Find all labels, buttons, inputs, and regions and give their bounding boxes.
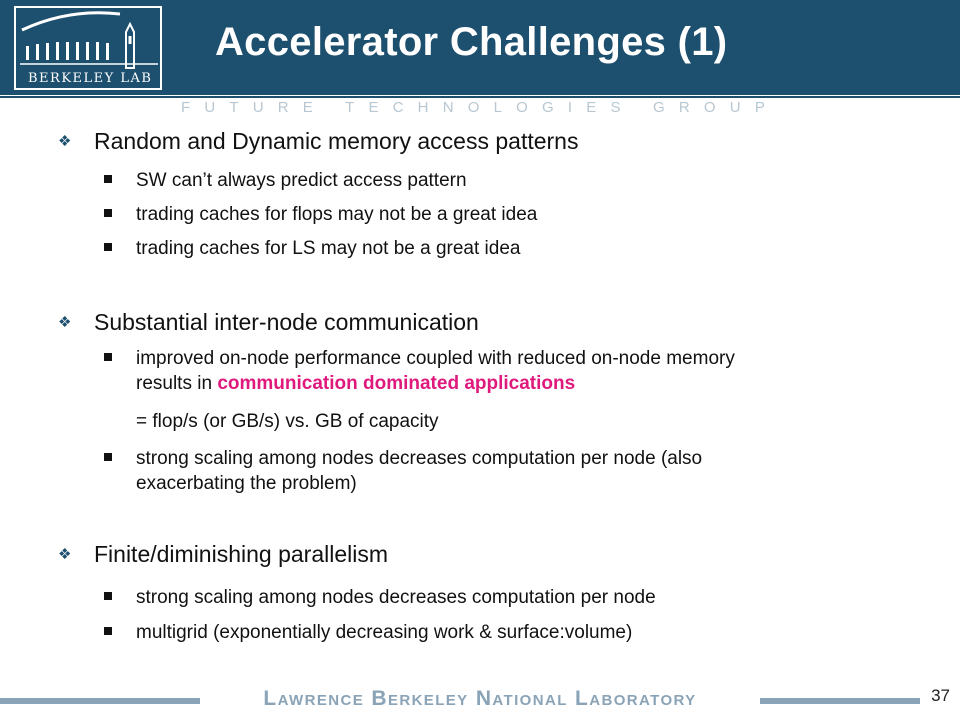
sub-bullet: strong scaling among nodes decreases com… [104, 446, 702, 496]
bullet-heading: ❖Finite/diminishing parallelism [58, 541, 389, 567]
diamond-bullet-icon: ❖ [58, 314, 72, 331]
sub-bullet: SW can’t always predict access pattern [104, 168, 467, 193]
square-bullet-icon [104, 175, 112, 183]
square-bullet-icon [104, 353, 112, 361]
sub-bullet: trading caches for flops may not be a gr… [104, 202, 537, 227]
bullet-heading: ❖Random and Dynamic memory access patter… [58, 128, 579, 154]
square-bullet-icon [104, 243, 112, 251]
slide-title: Accelerator Challenges (1) [215, 20, 728, 64]
square-bullet-icon [104, 592, 112, 600]
highlighted-phrase: communication dominated applications [217, 373, 576, 394]
group-name: FUTURE TECHNOLOGIES GROUP [180, 99, 780, 116]
square-bullet-icon [104, 627, 112, 635]
equation-line: = flop/s (or GB/s) vs. GB of capacity [136, 411, 439, 432]
lab-name: LAWRENCE BERKELEY NATIONAL LABORATORY [263, 687, 697, 710]
bullet-heading: ❖Substantial inter-node communication [58, 309, 479, 335]
page-number: 37 [931, 686, 950, 705]
sub-bullet: multigrid (exponentially decreasing work… [104, 620, 632, 645]
sub-bullet: trading caches for LS may not be a great… [104, 236, 520, 261]
footer-rule-left [0, 698, 200, 704]
footer-rule-right [760, 698, 920, 704]
svg-text:BERKELEY LAB: BERKELEY LAB [28, 71, 152, 86]
sub-bullet: improved on-node performance coupled wit… [104, 346, 735, 396]
diamond-bullet-icon: ❖ [58, 133, 72, 150]
square-bullet-icon [104, 209, 112, 217]
group-banner: FUTURE TECHNOLOGIES GROUP [0, 96, 960, 120]
slide-header: BERKELEY LAB Accelerator Challenges (1) [0, 0, 960, 95]
slide-footer: LAWRENCE BERKELEY NATIONAL LABORATORY [0, 683, 960, 720]
sub-bullet: strong scaling among nodes decreases com… [104, 585, 656, 610]
berkeley-lab-logo: BERKELEY LAB [14, 6, 164, 92]
square-bullet-icon [104, 453, 112, 461]
diamond-bullet-icon: ❖ [58, 546, 72, 563]
